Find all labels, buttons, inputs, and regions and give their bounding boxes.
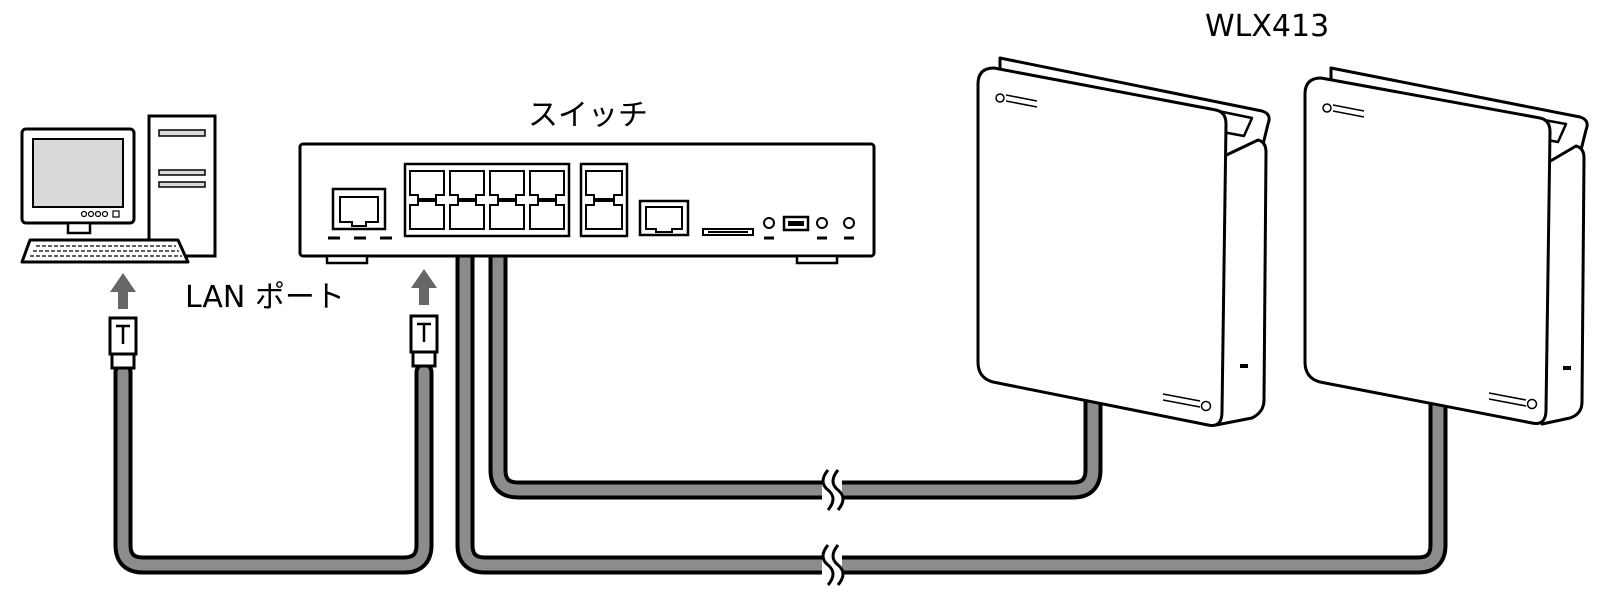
pc-keyboard <box>20 238 190 264</box>
cable-break-mark <box>821 544 845 586</box>
switch-label: スイッチ <box>528 98 648 133</box>
ap-model-label: WLX413 <box>1205 9 1329 44</box>
network-switch <box>298 142 876 265</box>
arrow-up-icon <box>110 273 136 309</box>
cable-switch-to-ap2 <box>455 175 1448 575</box>
pc-tower <box>147 114 217 258</box>
switch-port-group <box>579 162 629 238</box>
arrow-up-icon <box>411 269 437 305</box>
cable-pc-to-switch <box>113 362 434 575</box>
lan-port-label: LAN ポート <box>185 280 345 315</box>
cable-break-mark <box>821 469 845 511</box>
pc-monitor <box>20 127 136 235</box>
access-point-1 <box>976 56 1271 427</box>
cable-switch-to-ap1 <box>488 175 1103 500</box>
access-point-2 <box>1303 66 1589 426</box>
pc-computer <box>20 114 217 264</box>
switch-port-group <box>403 162 571 238</box>
rj45-plug-icon <box>108 316 138 370</box>
rj45-plug-icon <box>409 314 439 368</box>
